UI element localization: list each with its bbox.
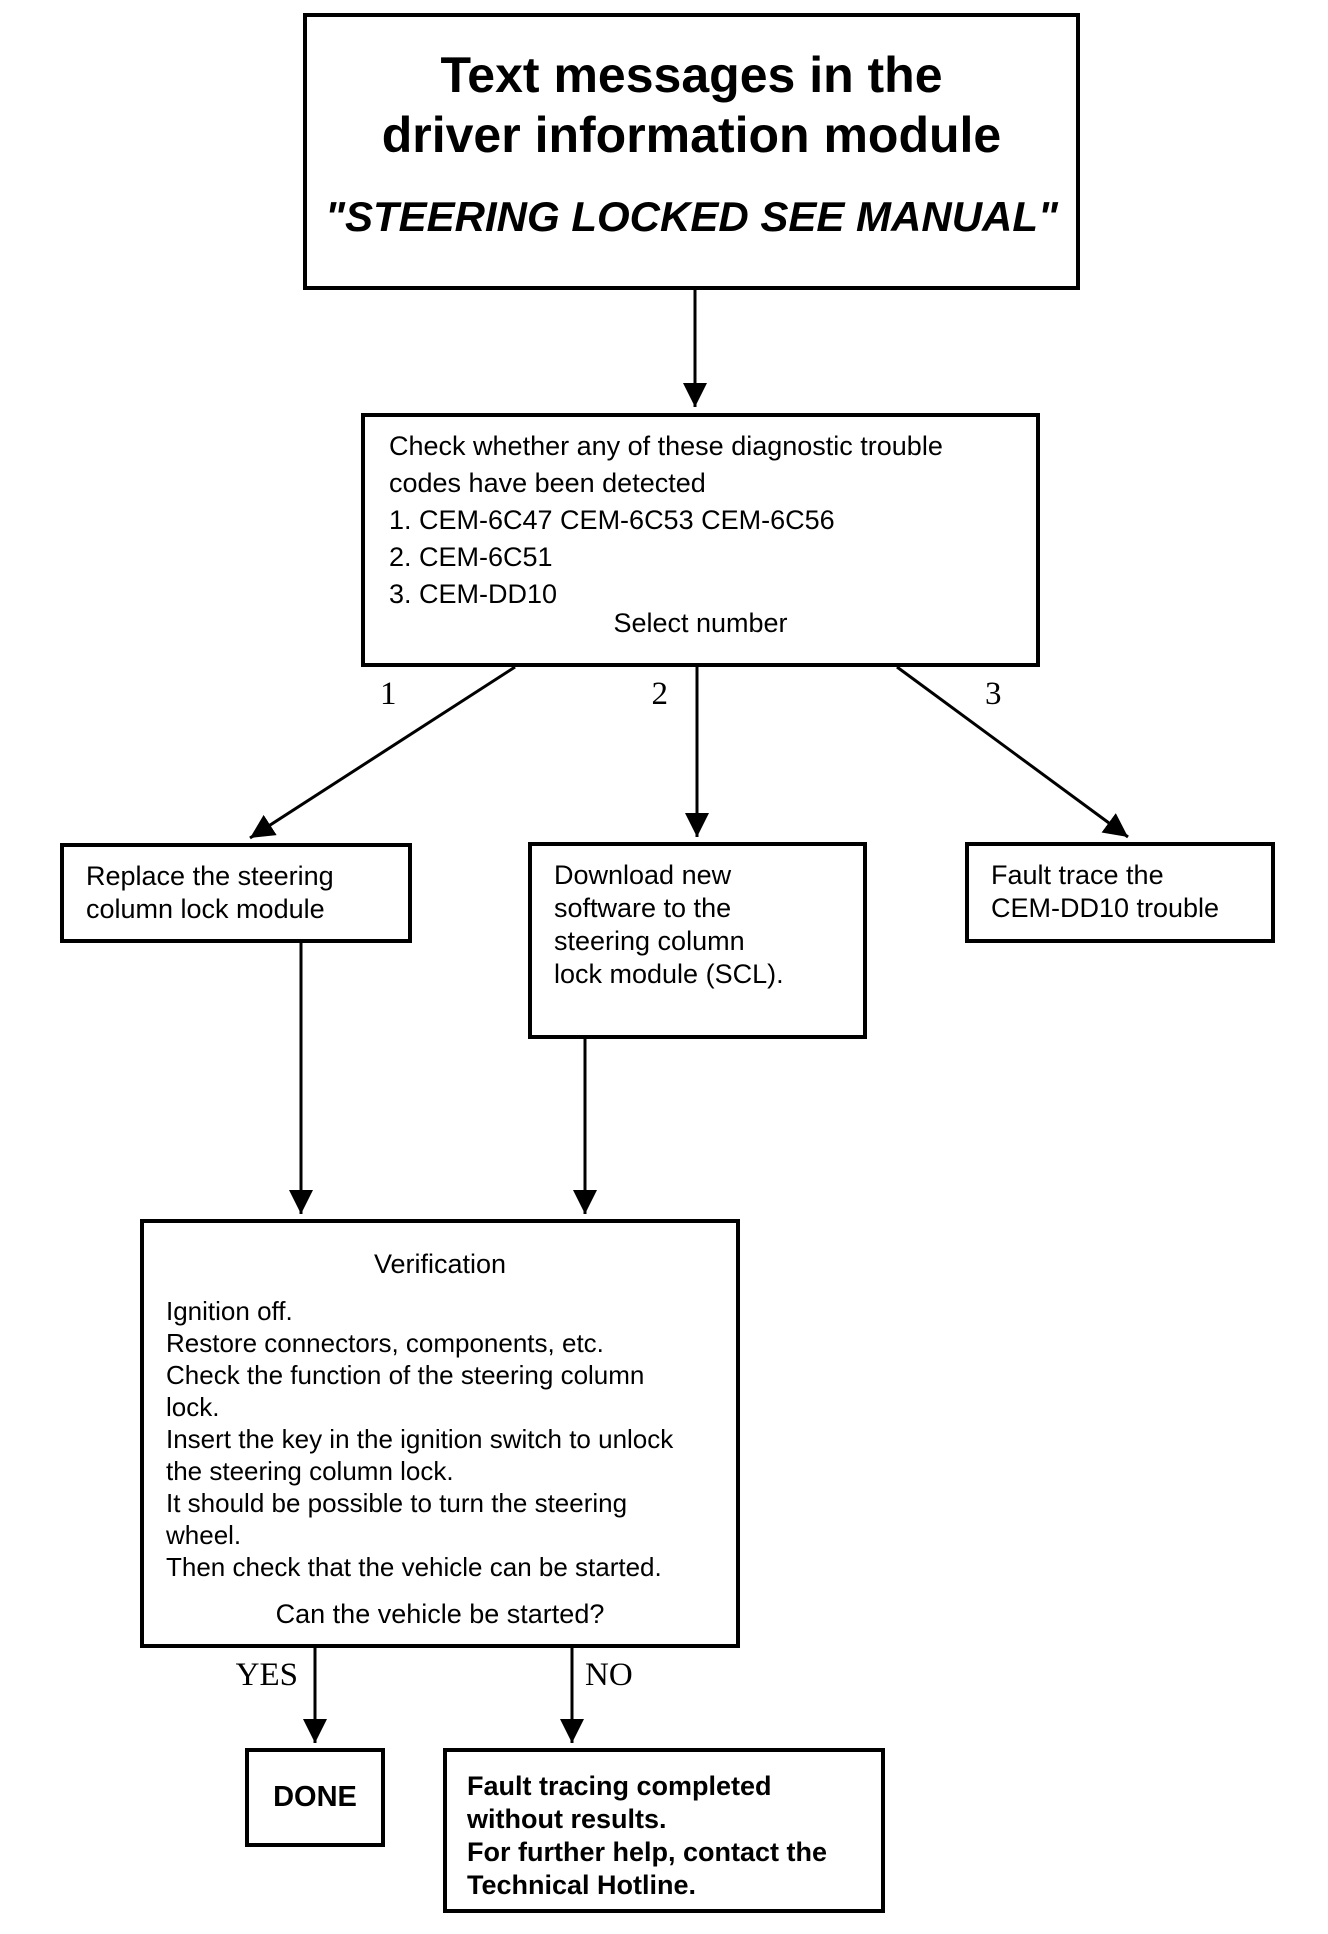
replace-module-box: Replace the steering column lock module xyxy=(60,843,412,943)
verification-line: Insert the key in the ignition switch to… xyxy=(166,1424,674,1454)
verification-line: Restore connectors, components, etc. xyxy=(166,1328,604,1358)
verification-text: Ignition off. Restore connectors, compon… xyxy=(144,1223,736,1583)
branch-label-1: 1 xyxy=(380,676,397,712)
page-title: Text messages in the driver information … xyxy=(307,45,1076,165)
replace-module-line: column lock module xyxy=(86,894,325,924)
fault-trace-line: CEM-DD10 trouble xyxy=(991,893,1220,923)
hotline-box: Fault tracing completed without results.… xyxy=(443,1748,885,1913)
check-dtc-line: 1. CEM-6C47 CEM-6C53 CEM-6C56 xyxy=(389,505,835,535)
download-software-text: Download new software to the steering co… xyxy=(532,846,863,991)
verification-box: Verification Ignition off. Restore conne… xyxy=(140,1219,740,1648)
verification-heading: Verification xyxy=(373,1249,507,1279)
hotline-line: For further help, contact the xyxy=(467,1837,828,1867)
verification-line: Check the function of the steering colum… xyxy=(166,1360,645,1390)
verification-line: wheel. xyxy=(166,1520,242,1550)
download-software-box: Download new software to the steering co… xyxy=(528,842,867,1039)
select-number-prompt: Select number xyxy=(613,608,788,638)
connector-branch-3 xyxy=(896,665,1129,839)
download-software-line: steering column xyxy=(554,926,745,956)
done-box: DONE xyxy=(245,1748,385,1847)
verification-question: Can the vehicle be started? xyxy=(275,1599,605,1629)
check-dtc-line: Check whether any of these diagnostic tr… xyxy=(389,431,943,461)
verification-line: It should be possible to turn the steeri… xyxy=(166,1488,628,1518)
replace-module-text: Replace the steering column lock module xyxy=(64,847,408,926)
check-dtc-box: Check whether any of these diagnostic tr… xyxy=(361,413,1040,667)
download-software-line: Download new xyxy=(554,860,732,890)
check-dtc-line: 3. CEM-DD10 xyxy=(389,579,558,609)
verification-line: Then check that the vehicle can be start… xyxy=(166,1552,662,1582)
title-box: Text messages in the driver information … xyxy=(303,13,1080,290)
verification-line: the steering column lock. xyxy=(166,1456,454,1486)
branch-label-2: 2 xyxy=(651,676,669,712)
done-label: DONE xyxy=(273,1781,357,1813)
download-software-line: software to the xyxy=(554,893,732,923)
check-dtc-line: 2. CEM-6C51 xyxy=(389,542,553,572)
fault-trace-text: Fault trace the CEM-DD10 trouble xyxy=(969,846,1271,925)
hotline-line: Technical Hotline. xyxy=(467,1870,697,1900)
hotline-line: without results. xyxy=(467,1804,667,1834)
replace-module-line: Replace the steering xyxy=(86,861,334,891)
yes-label: YES xyxy=(235,1657,298,1693)
fault-trace-box: Fault trace the CEM-DD10 trouble xyxy=(965,842,1275,943)
check-dtc-line: codes have been detected xyxy=(389,468,706,498)
hotline-line: Fault tracing completed xyxy=(467,1771,772,1801)
fault-trace-line: Fault trace the xyxy=(991,860,1164,890)
title-line: Text messages in the xyxy=(440,47,943,103)
no-label: NO xyxy=(585,1657,633,1693)
download-software-line: lock module (SCL). xyxy=(554,959,784,989)
verification-line: Ignition off. xyxy=(166,1296,293,1326)
verification-line: lock. xyxy=(166,1392,220,1422)
title-subtitle: "STEERING LOCKED SEE MANUAL" xyxy=(325,193,1058,240)
check-dtc-text: Check whether any of these diagnostic tr… xyxy=(365,417,1036,613)
title-line: driver information module xyxy=(381,107,1002,163)
hotline-text: Fault tracing completed without results.… xyxy=(447,1752,881,1902)
branch-label-3: 3 xyxy=(985,676,1002,712)
